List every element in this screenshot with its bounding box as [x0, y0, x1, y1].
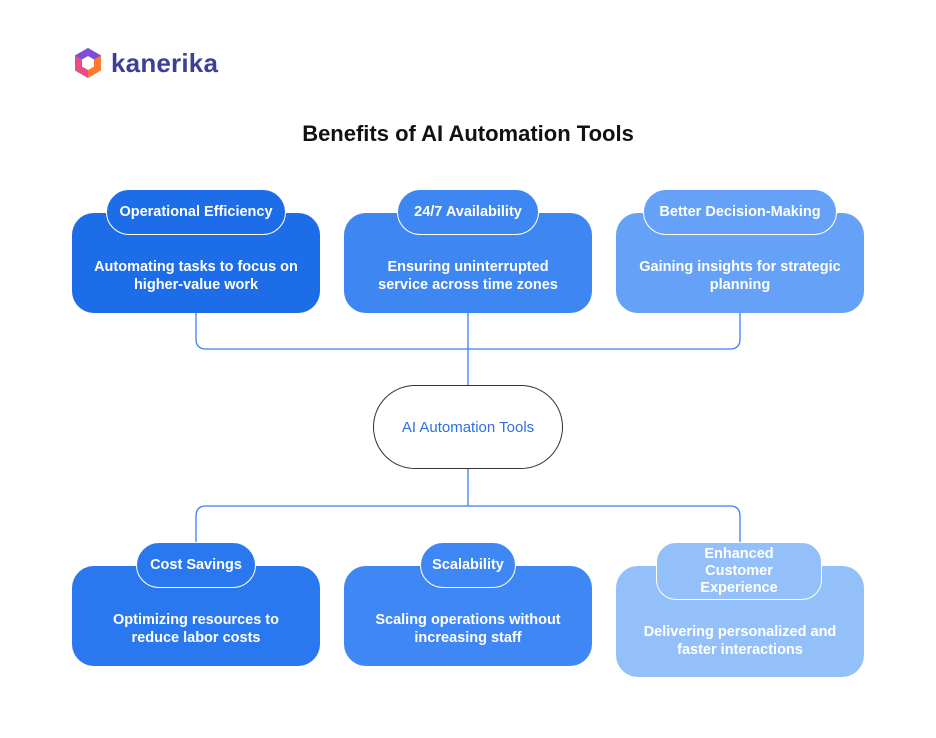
benefit-heading: 24/7 Availability: [414, 203, 522, 220]
benefit-heading-pill: Operational Efficiency: [106, 189, 286, 235]
benefit-heading: Enhanced Customer Experience: [700, 545, 778, 596]
benefit-heading: Cost Savings: [150, 556, 242, 573]
kanerika-logo-icon: [75, 48, 101, 78]
benefit-description: Scaling operations without increasing st…: [375, 612, 561, 646]
benefit-description: Gaining insights for strategic planning: [639, 259, 841, 293]
center-node-label: AI Automation Tools: [401, 418, 535, 436]
benefit-description: Automating tasks to focus on higher-valu…: [94, 259, 298, 293]
benefit-heading-pill: Better Decision-Making: [643, 189, 837, 235]
benefit-heading: Scalability: [432, 556, 504, 573]
brand-name: kanerika: [111, 47, 219, 78]
diagram-title: Benefits of AI Automation Tools: [302, 121, 634, 146]
benefit-description: Delivering personalized and faster inter…: [643, 623, 837, 658]
benefit-heading: Better Decision-Making: [659, 203, 821, 220]
benefit-heading: Operational Efficiency: [119, 203, 273, 220]
benefit-description: Ensuring uninterrupted service across ti…: [378, 259, 558, 293]
benefit-heading-pill: 24/7 Availability: [397, 189, 539, 235]
brand-logo: kanerika: [73, 47, 218, 79]
benefit-description: Optimizing resources to reduce labor cos…: [113, 612, 279, 646]
benefit-heading-pill: Enhanced Customer Experience: [656, 542, 822, 600]
benefit-heading-pill: Scalability: [420, 542, 516, 588]
bottom-connector: [195, 505, 741, 566]
center-node: AI Automation Tools: [373, 385, 563, 469]
benefit-heading-pill: Cost Savings: [136, 542, 256, 588]
